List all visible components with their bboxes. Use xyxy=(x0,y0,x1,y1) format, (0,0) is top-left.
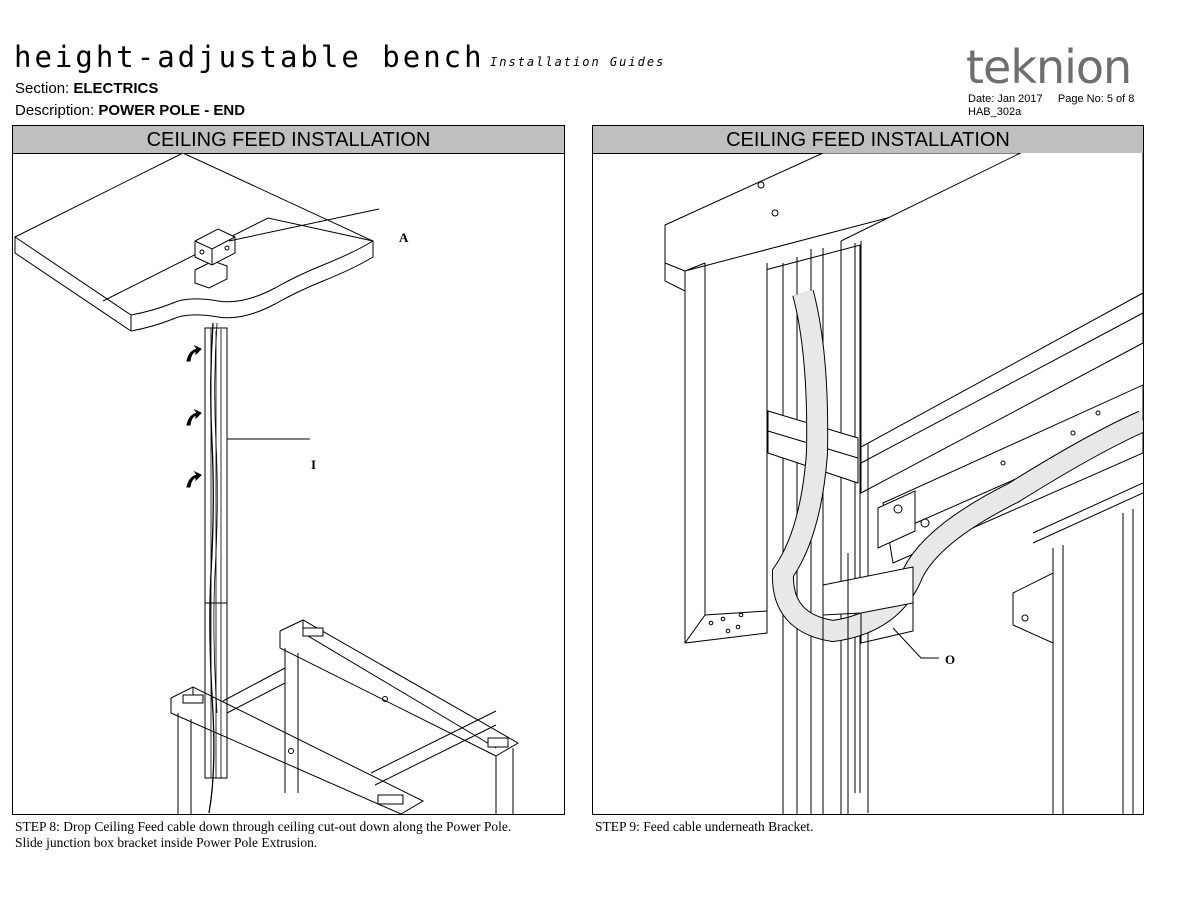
document-title: height-adjustable bench xyxy=(14,40,485,74)
description-label: Description: xyxy=(15,102,95,119)
section-value: ELECTRICS xyxy=(73,80,159,97)
section-line: Section: ELECTRICS xyxy=(15,80,158,97)
callout-o: O xyxy=(945,652,955,667)
step8-illustration: A I xyxy=(14,153,519,814)
step8-caption-line2: Slide junction box bracket inside Power … xyxy=(15,835,318,850)
bracket xyxy=(877,490,916,549)
section-label: Section: xyxy=(15,80,70,97)
step8-panel: CEILING FEED INSTALLATION A I xyxy=(12,125,565,815)
step8-caption-line1: STEP 8: Drop Ceiling Feed cable down thr… xyxy=(15,819,512,834)
step9-caption: STEP 9: Feed cable underneath Bracket. xyxy=(595,819,813,835)
step9-panel: CEILING FEED INSTALLATION xyxy=(592,125,1144,815)
direction-arrow-1 xyxy=(186,344,202,362)
left-leg xyxy=(684,263,768,644)
page-number: Page No: 5 of 8 xyxy=(1057,93,1135,105)
step9-illustration: O xyxy=(664,153,1143,814)
date-text: Date: Jan 2017 xyxy=(968,93,1043,105)
brand-logo: teknion xyxy=(966,40,1132,94)
callout-i: I xyxy=(311,457,316,472)
step8-panel-heading: CEILING FEED INSTALLATION xyxy=(13,126,564,154)
document-meta: Date: Jan 2017 Page No: 5 of 8 HAB_302a xyxy=(968,93,1134,119)
description-value: POWER POLE - END xyxy=(98,102,246,119)
step8-caption: STEP 8: Drop Ceiling Feed cable down thr… xyxy=(15,819,511,851)
bench-frame xyxy=(170,619,519,814)
description-line: Description: POWER POLE - END xyxy=(15,102,245,119)
direction-arrow-3 xyxy=(186,470,202,488)
doc-code: HAB_302a xyxy=(968,106,1022,118)
step9-caption-line1: STEP 9: Feed cable underneath Bracket. xyxy=(595,819,814,834)
callout-a: A xyxy=(399,230,409,245)
document-subtitle: Installation Guides xyxy=(490,55,666,69)
direction-arrow-2 xyxy=(186,408,202,426)
step9-panel-heading: CEILING FEED INSTALLATION xyxy=(593,126,1143,154)
